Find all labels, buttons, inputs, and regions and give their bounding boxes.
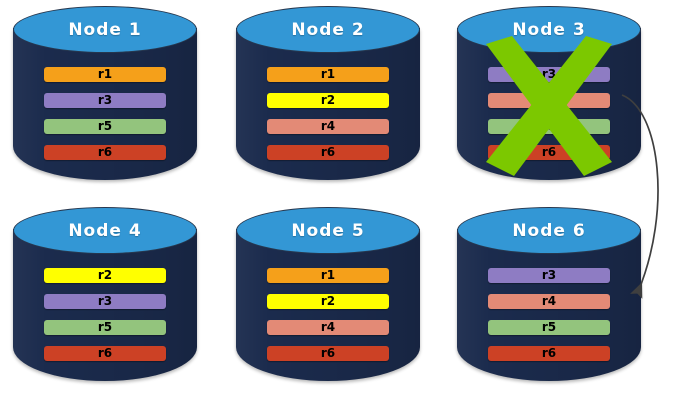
replica-label: r5: [541, 119, 557, 133]
replica-label: r3: [541, 67, 557, 81]
replica-bar[interactable]: r3: [44, 93, 166, 108]
replica-label: r2: [320, 294, 336, 308]
replica-bar[interactable]: r1: [44, 67, 166, 82]
cylinder-top: [457, 6, 641, 53]
replica-bar[interactable]: r6: [44, 145, 166, 160]
replica-bar[interactable]: r4: [488, 294, 610, 309]
replica-label: r6: [97, 346, 113, 360]
replica-label: r3: [97, 93, 113, 107]
replica-list: r3 r4 r5 r6: [488, 268, 610, 361]
replica-label: r1: [97, 67, 113, 81]
replica-bar[interactable]: r6: [488, 145, 610, 160]
replica-bar[interactable]: r5: [44, 320, 166, 335]
replica-list: r1 r3 r5 r6: [44, 67, 166, 160]
replica-bar[interactable]: r5: [488, 320, 610, 335]
replica-bar[interactable]: r4: [267, 119, 389, 134]
replica-label: r6: [320, 346, 336, 360]
cylinder-top: [13, 6, 197, 53]
replica-bar[interactable]: r1: [267, 67, 389, 82]
replica-list: r2 r3 r5 r6: [44, 268, 166, 361]
replica-bar[interactable]: r5: [44, 119, 166, 134]
replica-bar[interactable]: r6: [44, 346, 166, 361]
replica-label: r4: [541, 93, 557, 107]
replica-bar[interactable]: r2: [267, 93, 389, 108]
replica-list: r1 r2 r4 r6: [267, 67, 389, 160]
replica-label: r4: [320, 119, 336, 133]
replica-label: r5: [541, 320, 557, 334]
replica-bar[interactable]: r6: [267, 346, 389, 361]
cylinder-top: [236, 6, 420, 53]
cylinder-top: [457, 207, 641, 254]
replica-label: r3: [97, 294, 113, 308]
node-5[interactable]: Node 5 r1 r2 r4 r6: [236, 207, 420, 385]
node-6[interactable]: Node 6 r3 r4 r5 r6: [457, 207, 641, 385]
replica-bar[interactable]: r6: [267, 145, 389, 160]
replica-bar[interactable]: r3: [488, 268, 610, 283]
replica-label: r6: [97, 145, 113, 159]
replica-label: r4: [541, 294, 557, 308]
replica-list: r3 r4 r5 r6: [488, 67, 610, 160]
replica-bar[interactable]: r2: [267, 294, 389, 309]
replica-bar[interactable]: r3: [44, 294, 166, 309]
replica-bar[interactable]: r2: [44, 268, 166, 283]
cylinder-top: [236, 207, 420, 254]
replica-bar[interactable]: r3: [488, 67, 610, 82]
cylinder-top: [13, 207, 197, 254]
replica-label: r6: [320, 145, 336, 159]
replica-bar[interactable]: r1: [267, 268, 389, 283]
replica-bar[interactable]: r4: [488, 93, 610, 108]
replica-list: r1 r2 r4 r6: [267, 268, 389, 361]
replica-label: r3: [541, 268, 557, 282]
replica-bar[interactable]: r6: [488, 346, 610, 361]
replica-label: r6: [541, 145, 557, 159]
replica-bar[interactable]: r5: [488, 119, 610, 134]
replica-label: r1: [320, 67, 336, 81]
node-4[interactable]: Node 4 r2 r3 r5 r6: [13, 207, 197, 385]
node-2[interactable]: Node 2 r1 r2 r4 r6: [236, 6, 420, 184]
replica-label: r5: [97, 119, 113, 133]
replica-label: r1: [320, 268, 336, 282]
node-3[interactable]: Node 3 r3 r4 r5 r6: [457, 6, 641, 184]
replica-label: r6: [541, 346, 557, 360]
replica-label: r5: [97, 320, 113, 334]
replica-label: r2: [320, 93, 336, 107]
replica-label: r2: [97, 268, 113, 282]
replica-label: r4: [320, 320, 336, 334]
replica-bar[interactable]: r4: [267, 320, 389, 335]
node-1[interactable]: Node 1 r1 r3 r5 r6: [13, 6, 197, 184]
